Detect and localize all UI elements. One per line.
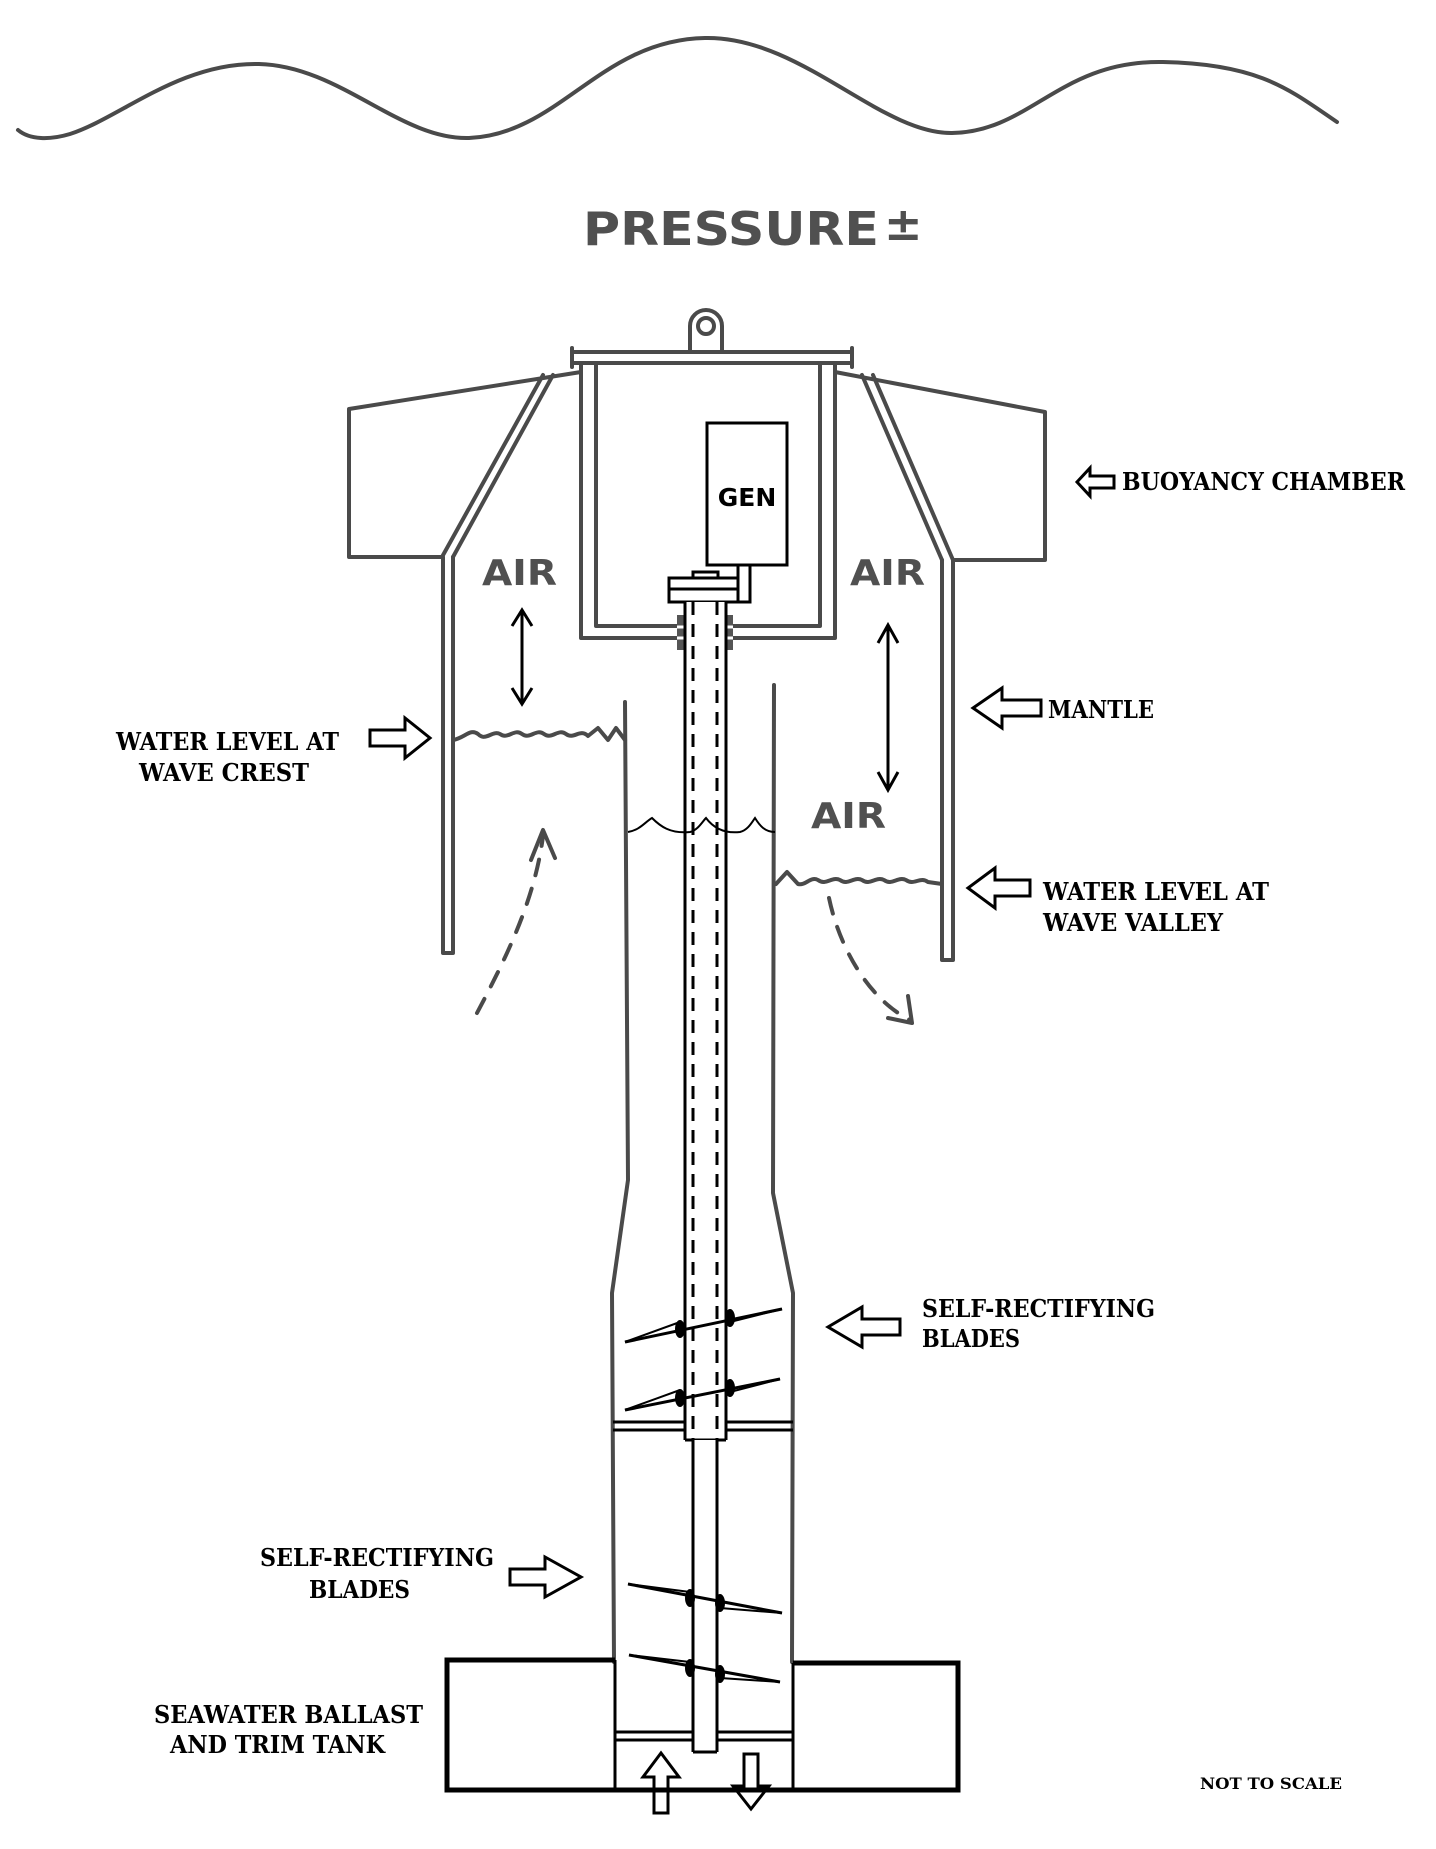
upper-blades-callout-arrow-icon [825,1304,902,1350]
ballast-label-line1: SEAWATER BALLAST [154,1700,423,1729]
buoyancy-chamber-right [833,370,1047,562]
water-level-valley-line [774,870,944,887]
ballast-label-line2: AND TRIM TANK [169,1730,386,1759]
upper-hollow-shaft [683,602,728,1442]
mantle-callout-arrow-icon [970,685,1043,731]
air-movement-arrow-left [510,607,534,707]
blade-hub [685,1589,695,1607]
top-cover-bar [570,346,854,369]
blade-hub [725,1309,735,1327]
blade-hub [675,1389,685,1407]
lower-rectifying-blades [627,1582,783,1684]
ballast-tank [444,1657,961,1793]
pressure-title: PRESSURE [583,202,879,256]
valley-label-line2: WAVE VALLEY [1042,908,1224,937]
lower-blades-label-line1: SELF-RECTIFYING [260,1543,494,1572]
upper-blades-label-line1: SELF-RECTIFYING [922,1294,1155,1323]
generator-label: GEN [718,483,777,512]
buoyancy-callout-arrow-icon [1074,464,1116,500]
lower-crossbar [615,1730,793,1742]
lifting-eyelet-icon [688,308,724,354]
lower-blades-callout-arrow-icon [508,1554,585,1600]
ocean-surface-wave [16,35,1339,141]
column-right-wall [771,683,795,1664]
air-label-right-upper: AIR [850,553,925,594]
water-inflow-arrow [475,828,557,1015]
blade-hub [715,1665,725,1683]
blade-hub [675,1320,685,1338]
blade-hub [715,1594,725,1612]
inner-water-line [627,816,776,834]
water-outflow-arrow [827,896,914,1025]
not-to-scale-note: NOT TO SCALE [1200,1774,1342,1793]
upper-rectifying-blades [624,1307,783,1412]
blade-hub [685,1659,695,1677]
crest-label-line1: WATER LEVEL AT [115,727,339,756]
upper-blades-label-line2: BLADES [922,1324,1020,1353]
water-level-crest-line [451,726,627,742]
valley-callout-arrow-icon [965,865,1032,911]
lower-blades-label-line2: BLADES [309,1575,410,1604]
buoyancy-chamber-left [347,370,583,559]
air-movement-arrow-right [876,621,900,794]
buoyancy-chamber-label: BUOYANCY CHAMBER [1122,467,1406,496]
upper-crossbar [613,1420,793,1432]
valley-label-line1: WATER LEVEL AT [1042,877,1269,906]
column-left-wall [610,700,630,1664]
mantle-left-wall [441,555,455,955]
mantle-right-wall [940,558,955,962]
mantle-label: MANTLE [1048,695,1154,724]
plus-minus-icon: ± [884,197,923,251]
air-label-right-lower: AIR [811,796,886,837]
air-label-left: AIR [482,553,557,594]
water-out-arrow-icon [729,1752,773,1812]
crest-label-line2: WAVE CREST [138,758,309,787]
blade-hub [725,1379,735,1397]
gearbox [667,563,752,604]
water-in-arrow-icon [640,1750,682,1815]
crest-callout-arrow-icon [368,714,433,762]
